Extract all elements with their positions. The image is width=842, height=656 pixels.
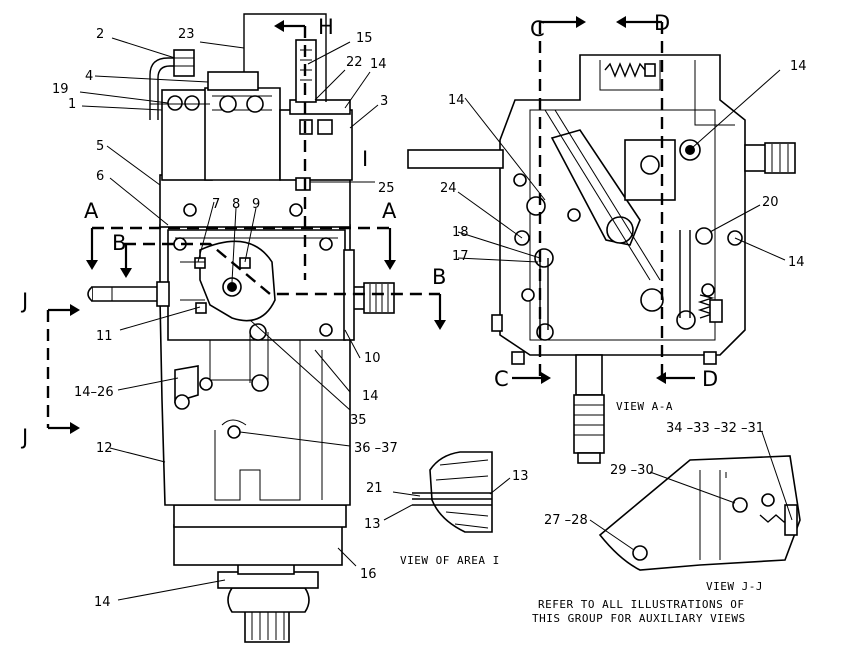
callout-14-mid: 14 <box>362 389 379 404</box>
callout-24: 24 <box>440 181 457 196</box>
caption-view-j-j: VIEW J-J <box>706 580 763 593</box>
callout-21: 21 <box>366 481 383 496</box>
callout-12: 12 <box>96 441 113 456</box>
section-i: I <box>362 147 368 171</box>
section-b-left: B <box>112 231 126 255</box>
callout-14-aa-left: 14 <box>448 93 465 108</box>
view-a-a-drawing <box>407 16 796 464</box>
callout-34-33-32-31: 34 –33 –32 –31 <box>666 421 764 436</box>
section-arrows-main <box>46 20 446 434</box>
section-c-bottom: C <box>494 367 509 391</box>
callout-3: 3 <box>380 94 388 109</box>
callout-15: 15 <box>356 31 373 46</box>
callout-14-upper: 14 <box>370 57 387 72</box>
caption-note-line-2: THIS GROUP FOR AUXILIARY VIEWS <box>532 612 746 625</box>
callout-11: 11 <box>96 329 113 344</box>
callout-17: 17 <box>452 249 469 264</box>
caption-view-a-a: VIEW A-A <box>616 400 673 413</box>
callout-19: 19 <box>52 82 69 97</box>
callout-14-bottom: 14 <box>94 595 111 610</box>
callout-29-30: 29 –30 <box>610 463 654 478</box>
section-c-top: C <box>530 17 545 41</box>
callout-7: 7 <box>212 197 220 212</box>
callout-labels: 2 23 4 19 1 5 6 7 8 9 11 15 22 14 3 25 1… <box>52 27 807 610</box>
section-a-left: A <box>84 199 99 223</box>
section-a-right: A <box>382 199 397 223</box>
section-j-top: J <box>20 289 28 313</box>
callout-18: 18 <box>452 225 469 240</box>
caption-note-line-1: REFER TO ALL ILLUSTRATIONS OF <box>538 598 745 611</box>
callout-8: 8 <box>232 197 240 212</box>
callout-20: 20 <box>762 195 779 210</box>
callout-27-28: 27 –28 <box>544 513 588 528</box>
callout-1: 1 <box>68 97 76 112</box>
callout-14-aa-right: 14 <box>788 255 805 270</box>
callout-9: 9 <box>252 197 260 212</box>
caption-view-area-i: VIEW OF AREA I <box>400 554 500 567</box>
callout-23: 23 <box>178 27 195 42</box>
section-d-top: D <box>654 11 670 35</box>
section-d-bottom: D <box>702 367 718 391</box>
callout-35: 35 <box>350 413 367 428</box>
section-letters: A A B B H I J J C D C D <box>20 11 718 449</box>
callout-25: 25 <box>378 181 395 196</box>
view-j-j-drawing <box>598 455 801 571</box>
callout-36-37: 36 –37 <box>354 441 398 456</box>
callout-5: 5 <box>96 139 104 154</box>
section-h: H <box>318 15 334 39</box>
view-area-i-drawing <box>412 451 493 533</box>
section-j-bottom: J <box>20 425 28 449</box>
callout-2: 2 <box>96 27 104 42</box>
callout-10: 10 <box>364 351 381 366</box>
callout-4: 4 <box>85 69 93 84</box>
section-b-right: B <box>432 265 446 289</box>
main-pump-assembly <box>87 13 440 643</box>
callout-13-left: 13 <box>364 517 381 532</box>
captions: VIEW A-A VIEW OF AREA I VIEW J-J REFER T… <box>400 400 763 625</box>
callout-6: 6 <box>96 169 104 184</box>
callout-16: 16 <box>360 567 377 582</box>
callout-13-right: 13 <box>512 469 529 484</box>
callout-14-26: 14–26 <box>74 385 114 400</box>
leader-lines <box>79 37 793 601</box>
callout-14-aa-top: 14 <box>790 59 807 74</box>
callout-22: 22 <box>346 55 363 70</box>
